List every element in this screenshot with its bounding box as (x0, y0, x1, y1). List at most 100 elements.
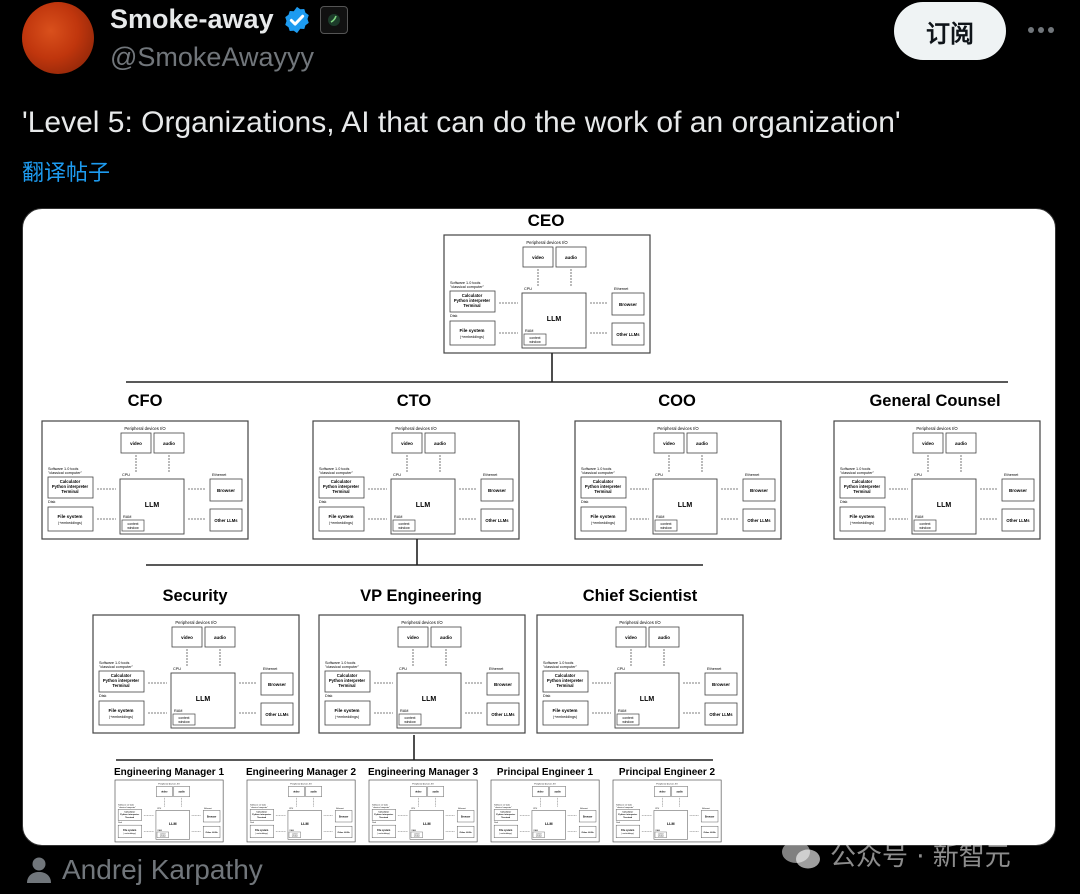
software-sub-label: "classical computer" (581, 471, 616, 475)
tools-label: Python interpreter (252, 813, 271, 816)
audio-label: audio (696, 441, 708, 446)
translate-post-link[interactable]: 翻译帖子 (22, 161, 111, 186)
context-label: window (658, 836, 665, 838)
filesystem-label: File system (499, 829, 512, 832)
watermark: 公众号 · 新智元 (780, 836, 1011, 873)
ethernet-label: Ethernet (614, 287, 629, 291)
tools-label: Calculator (111, 673, 132, 678)
audio-label: audio (565, 255, 577, 260)
author-name[interactable]: Smoke-away (110, 4, 274, 34)
other-llms-label: Other LLMs (265, 712, 289, 717)
audio-label: audio (311, 791, 318, 794)
tools-label: Terminal (112, 683, 129, 688)
audio-label: audio (434, 441, 446, 446)
cpu-label: CPU (617, 667, 625, 671)
context-label: context (128, 522, 139, 526)
video-label: video (415, 791, 422, 794)
context-label: context (292, 833, 298, 836)
context-label: window (660, 526, 672, 530)
context-label: context (399, 522, 410, 526)
filesystem-sub-label: (+embeddings) (58, 521, 82, 525)
subscribe-button[interactable]: 订阅 (894, 2, 1006, 60)
more-options-icon[interactable] (1024, 16, 1058, 44)
software-label: Software 1.0 tools (616, 804, 632, 807)
filesystem-label: File system (123, 829, 136, 832)
filesystem-sub-label: (+embeddings) (850, 521, 874, 525)
role-title-level1: General Counsel (869, 392, 1000, 410)
media-credit-name: Andrej Karpathy (62, 854, 263, 885)
author-avatar[interactable] (22, 2, 94, 74)
filesystem-sub-label: (+embeddings) (335, 715, 359, 719)
other-llms-label: Other LLMs (206, 831, 219, 834)
author-handle[interactable]: @SmokeAwayyy (110, 42, 314, 72)
software-label: Software 1.0 tools (372, 804, 388, 807)
filesystem-label: File system (590, 514, 615, 519)
disk-label: Disk (48, 500, 55, 504)
llm-label: LLM (423, 822, 431, 826)
disk-label: Disk (450, 314, 457, 318)
llm-label: LLM (145, 502, 160, 509)
llm-label: LLM (667, 822, 675, 826)
browser-label: Browser (583, 815, 593, 818)
context-label: context (661, 522, 672, 526)
browser-label: Browser (268, 682, 286, 687)
software-label: Software 1.0 tools (118, 804, 134, 807)
ram-label: RAM (123, 515, 131, 519)
filesystem-label: File system (459, 328, 484, 333)
peripheral-label: Peripheral devices I/O (534, 783, 556, 786)
other-llms-label: Other LLMs (214, 518, 238, 523)
role-title-level2: Chief Scientist (583, 587, 698, 605)
video-label: video (407, 635, 419, 640)
role-title-level1: COO (658, 392, 696, 410)
filesystem-label: File system (377, 829, 390, 832)
tools-label: Calculator (593, 479, 614, 484)
tools-label: Terminal (257, 817, 266, 819)
software-sub-label: "classical computer" (118, 806, 136, 809)
role-title-level2: VP Engineering (360, 587, 482, 605)
other-llms-label: Other LLMs (1006, 518, 1030, 523)
ram-label: RAM (534, 829, 539, 832)
peripheral-label: Peripheral devices I/O (175, 620, 217, 625)
ram-label: RAM (656, 829, 661, 832)
tools-label: Calculator (60, 479, 81, 484)
tools-label: Calculator (378, 811, 389, 814)
peripheral-label: Peripheral devices I/O (916, 426, 958, 431)
tools-label: Terminal (61, 489, 78, 494)
video-label: video (181, 635, 193, 640)
role-title-level3: Engineering Manager 3 (368, 767, 478, 778)
ethernet-label: Ethernet (580, 807, 588, 810)
tools-label: Calculator (256, 811, 267, 814)
cpu-label: CPU (533, 808, 538, 810)
browser-label: Browser (494, 682, 512, 687)
verified-badge-icon (284, 6, 309, 33)
tools-label: Python interpreter (618, 813, 637, 816)
affiliation-badge-icon[interactable] (319, 5, 348, 34)
video-label: video (130, 441, 142, 446)
software-sub-label: "classical computer" (325, 665, 360, 669)
video-label: video (532, 255, 544, 260)
person-icon (27, 857, 51, 883)
other-llms-label: Other LLMs (460, 831, 473, 834)
filesystem-sub-label: (+embeddings) (499, 833, 512, 835)
audio-label: audio (440, 635, 452, 640)
cpu-label: CPU (399, 667, 407, 671)
other-llms-label: Other LLMs (704, 831, 717, 834)
tools-label: Terminal (332, 489, 349, 494)
context-label: window (178, 720, 190, 724)
filesystem-sub-label: (+embeddings) (255, 833, 268, 835)
audio-label: audio (163, 441, 175, 446)
role-title-level2: Security (162, 587, 228, 605)
role-title-level1: CFO (128, 392, 163, 410)
tools-label: Python interpreter (844, 484, 881, 489)
software-label: Software 1.0 tools (99, 661, 129, 665)
role-title-level3: Principal Engineer 1 (497, 767, 594, 778)
software-label: Software 1.0 tools (840, 467, 870, 471)
peripheral-label: Peripheral devices I/O (412, 783, 434, 786)
context-label: context (920, 522, 931, 526)
